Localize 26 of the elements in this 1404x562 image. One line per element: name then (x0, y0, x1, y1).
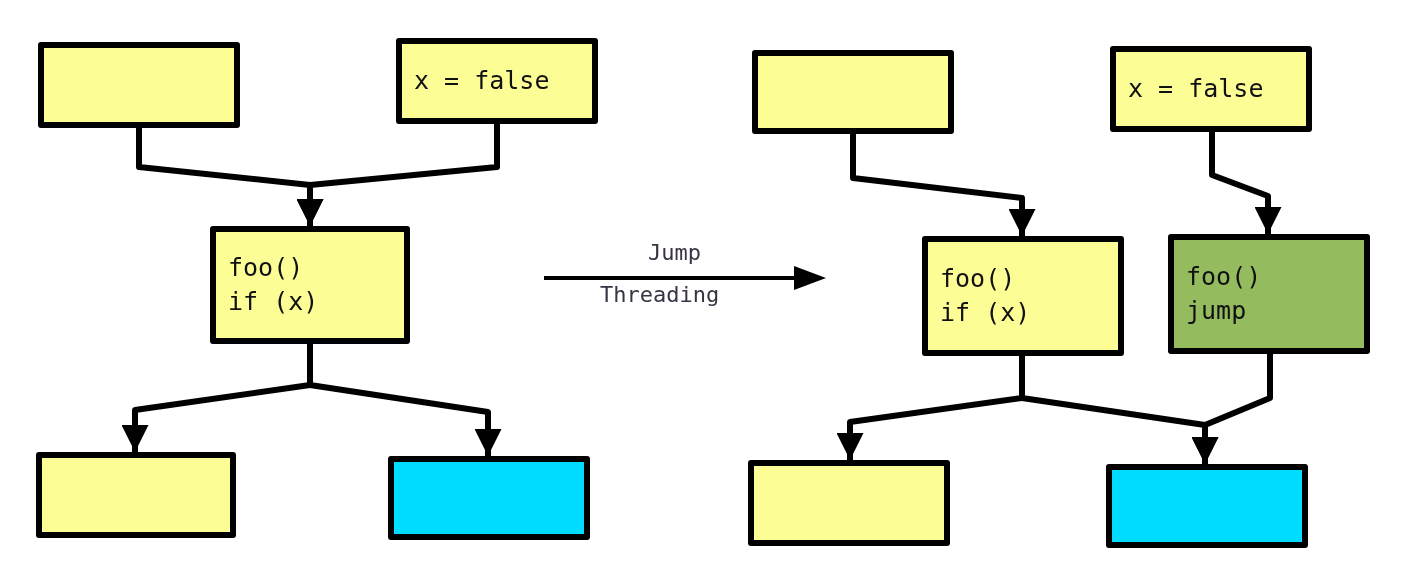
code-text: x = false (1128, 73, 1265, 105)
empty-block (748, 460, 950, 546)
empty-block (1106, 464, 1308, 548)
code-block (1110, 46, 1312, 132)
arrow (296, 124, 500, 226)
code-text: foo() (1186, 261, 1263, 293)
arrow (307, 344, 502, 456)
arrow (1191, 354, 1273, 464)
code-block (210, 226, 410, 344)
arrow (850, 134, 1036, 236)
code-text: foo() (228, 252, 305, 284)
code-block (396, 38, 598, 124)
code-text: if (x) (940, 297, 1032, 329)
empty-block (752, 50, 954, 134)
code-block (1168, 234, 1370, 354)
transform-label: Threading (600, 282, 720, 307)
transform-label: Jump (648, 240, 701, 265)
code-text: x = false (414, 65, 551, 97)
code-text: foo() (940, 263, 1017, 295)
empty-block (36, 452, 236, 538)
code-text: jump (1186, 295, 1248, 327)
code-text: if (x) (228, 286, 320, 318)
arrow (1209, 132, 1282, 234)
empty-block (38, 42, 240, 128)
code-block (922, 236, 1124, 356)
empty-block (388, 456, 590, 540)
